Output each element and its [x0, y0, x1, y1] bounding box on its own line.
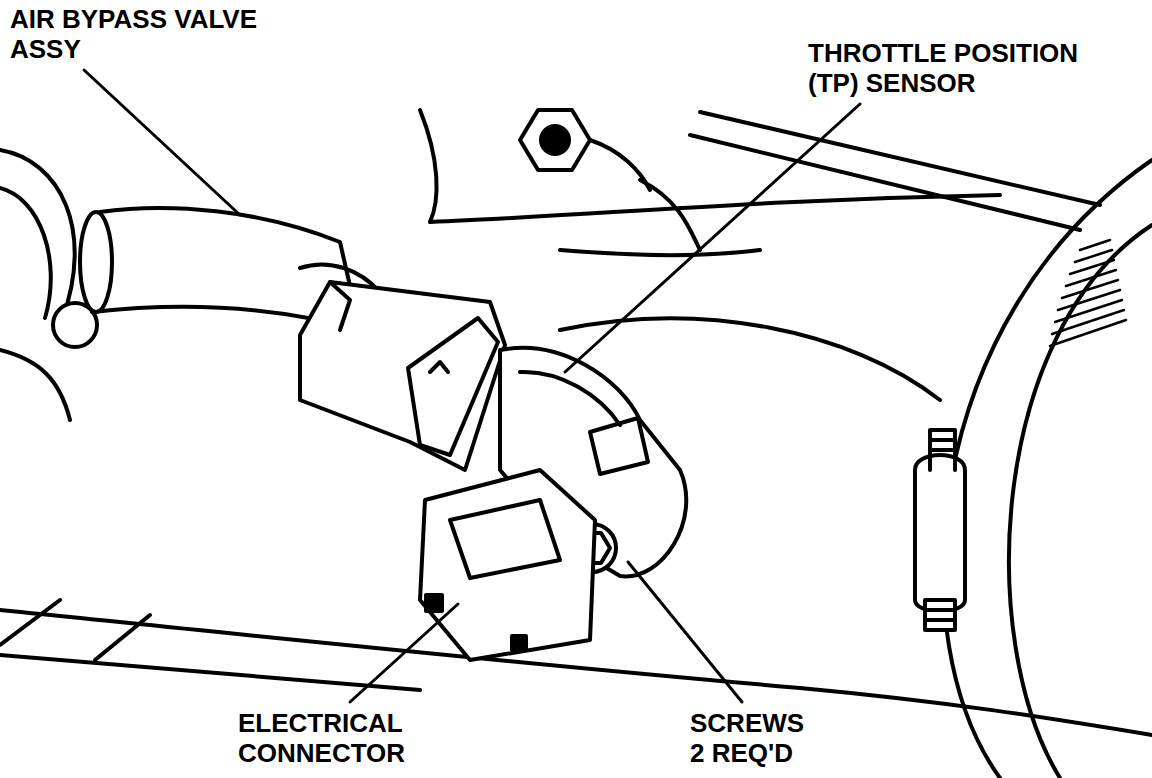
- part-label: THROTTLE POSITION (TP) SENSOR: [806, 38, 1110, 98]
- part-label: ELECTRICAL CONNECTOR: [236, 708, 450, 768]
- part-label: SCREWS 2 REQ'D: [688, 708, 822, 768]
- part-label: AIR BYPASS VALVE ASSY: [8, 4, 312, 64]
